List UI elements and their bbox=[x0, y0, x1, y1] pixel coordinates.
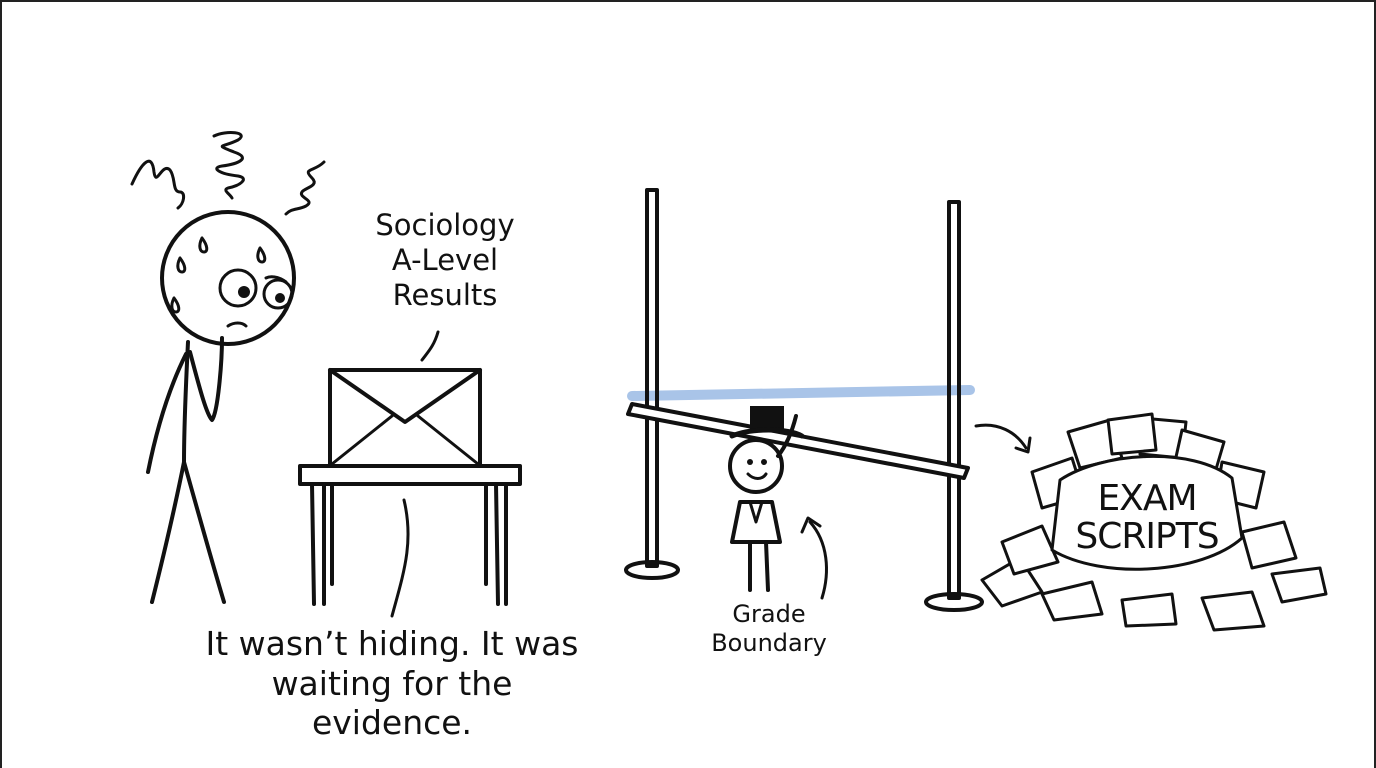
envelope-fold-right bbox=[416, 414, 480, 466]
pole-left bbox=[645, 188, 659, 568]
grade-boundary-man bbox=[728, 406, 828, 600]
pole-right bbox=[947, 200, 961, 600]
man-head bbox=[728, 438, 784, 494]
student-eye-right bbox=[262, 278, 294, 310]
paper-sheet bbox=[1120, 592, 1178, 628]
student-head bbox=[160, 210, 296, 346]
student-eye-left bbox=[218, 268, 258, 308]
sweat-drop-2 bbox=[170, 296, 181, 314]
paper-sheet bbox=[1240, 520, 1298, 570]
student-pupil-left bbox=[238, 286, 250, 298]
table-leg-front-right bbox=[494, 482, 508, 606]
paper-sheet bbox=[1200, 590, 1266, 632]
table-top bbox=[298, 464, 522, 486]
sweat-drop-1 bbox=[176, 256, 187, 274]
top-hat-brim bbox=[729, 427, 805, 439]
exam-scripts-label: EXAM SCRIPTS bbox=[1075, 478, 1219, 557]
man-arm-raised bbox=[776, 414, 798, 458]
caption-pointer bbox=[390, 498, 410, 618]
grade-boundary-limbo bbox=[624, 188, 1032, 612]
envelope-label: Sociology A-Level Results bbox=[375, 208, 515, 312]
man-smile bbox=[746, 472, 768, 480]
student-arm-right bbox=[188, 336, 224, 422]
results-envelope-on-table bbox=[298, 330, 522, 618]
envelope-flap bbox=[328, 368, 482, 424]
table-leg-front-left bbox=[310, 482, 326, 606]
arrow-to-scripts bbox=[974, 423, 1028, 450]
man-eye-right bbox=[761, 459, 767, 465]
student-mouth bbox=[226, 321, 248, 328]
lowered-bar bbox=[626, 402, 970, 480]
paper-sheet bbox=[1000, 524, 1060, 576]
student-arm-left bbox=[146, 352, 188, 474]
stress-squiggle-right bbox=[284, 160, 326, 216]
boundary-label-arrow-head bbox=[800, 516, 822, 534]
pole-right-base bbox=[924, 592, 984, 612]
student-pupil-right bbox=[275, 293, 285, 303]
boundary-label-arrow bbox=[808, 520, 828, 600]
label-sheet bbox=[1050, 455, 1244, 571]
exam-scripts-pile bbox=[980, 412, 1328, 632]
pole-left-base bbox=[624, 560, 680, 580]
student-eyebrow bbox=[264, 275, 288, 284]
envelope-label-pointer bbox=[420, 330, 440, 362]
worried-student bbox=[130, 131, 326, 604]
caption: It wasn’t hiding. It was waiting for the… bbox=[205, 624, 579, 743]
envelope-fold-left bbox=[330, 414, 394, 466]
man-legs bbox=[748, 540, 770, 592]
paper-sheet bbox=[1106, 412, 1158, 456]
man-eye-left bbox=[747, 459, 753, 465]
man-lapels bbox=[748, 500, 764, 524]
stress-squiggle-middle bbox=[212, 131, 245, 200]
sweat-drop-3 bbox=[198, 236, 209, 254]
raised-bar-ghost bbox=[627, 385, 975, 401]
sweat-drop-4 bbox=[256, 246, 267, 264]
paper-sheet bbox=[1040, 580, 1104, 622]
arrow-to-scripts-head bbox=[1014, 436, 1032, 454]
stress-squiggle-left bbox=[130, 159, 186, 210]
grade-boundary-label: Grade Boundary bbox=[711, 600, 827, 657]
paper-sheet bbox=[1270, 566, 1328, 604]
student-leg-right bbox=[182, 460, 226, 604]
student-leg-left bbox=[150, 460, 186, 604]
